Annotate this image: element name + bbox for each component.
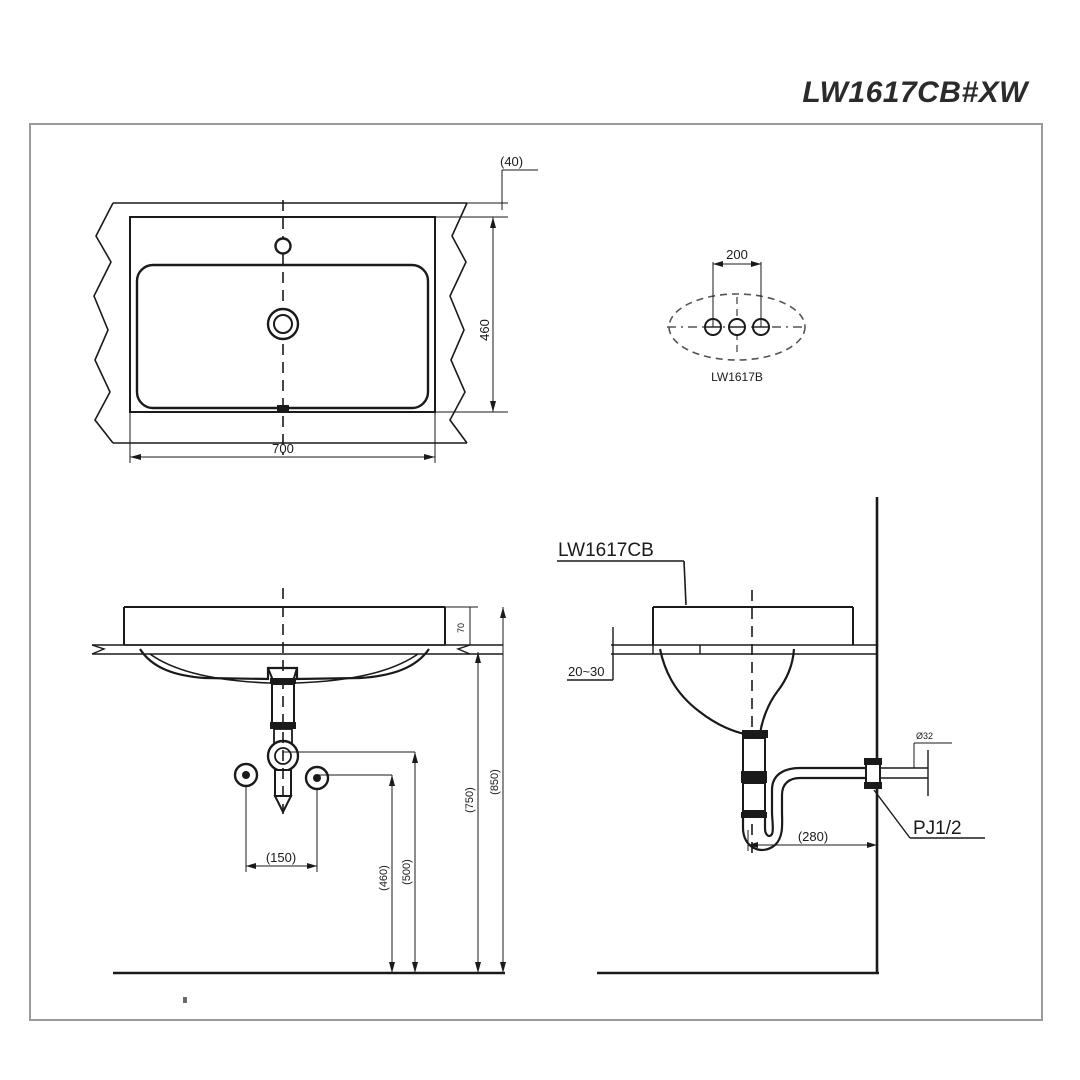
break-line-left [93, 202, 114, 444]
dim-label-trap-offset: (280) [798, 829, 828, 844]
label-counter-gap: 20~30 [568, 664, 605, 679]
dim-label-trap-height: (500) [401, 859, 413, 885]
faucet-deck-outline [668, 293, 806, 361]
side-view-group: Ø32 PJ1/2 LW1617CB 20~30 (280) [557, 497, 985, 975]
dim-label-counter-thickness: 70 [456, 623, 466, 633]
p-trap-outer [741, 776, 870, 851]
dim-label-overall-height: (850) [489, 769, 501, 795]
dim-label-width: 700 [272, 441, 294, 456]
label-drain-pipe-dia: Ø32 [916, 731, 933, 741]
front-view-group: 70 (150) (460) (500) (750) [91, 588, 506, 1003]
wall-drain-nut [865, 762, 881, 786]
counter-break-left [91, 644, 106, 655]
basin-underside-side-a [658, 648, 746, 736]
top-view-group: (40) 460 700 [93, 154, 538, 463]
faucet-detail-group: 200 LW1617B [667, 247, 807, 384]
break-line-right [449, 202, 468, 444]
dim-label-rim-offset: (40) [500, 154, 523, 169]
p-trap-inner [763, 766, 870, 838]
dim-label-valve-spread: (150) [266, 850, 296, 865]
dim-label-faucet-spread: 200 [726, 247, 748, 262]
label-supply-thread: PJ1/2 [913, 818, 962, 839]
dim-label-valve-height: (460) [378, 865, 390, 891]
leader-pj12 [873, 789, 911, 839]
counter-break-right [456, 644, 471, 655]
sheet-border [29, 123, 1043, 1021]
page-title: LW1617CB#XW [802, 76, 1028, 109]
dim-label-depth: 460 [477, 319, 492, 341]
label-basin-model: LW1617CB [558, 540, 654, 561]
overflow-hole [274, 237, 292, 255]
sheet-mark [183, 997, 187, 1003]
faucet-detail-label: LW1617B [711, 370, 763, 384]
bowl-bottom-marker [277, 405, 289, 413]
drain-hole-inner [273, 314, 293, 334]
basin-underside-side-b [758, 648, 796, 735]
dim-label-rim-height: (750) [464, 787, 476, 813]
